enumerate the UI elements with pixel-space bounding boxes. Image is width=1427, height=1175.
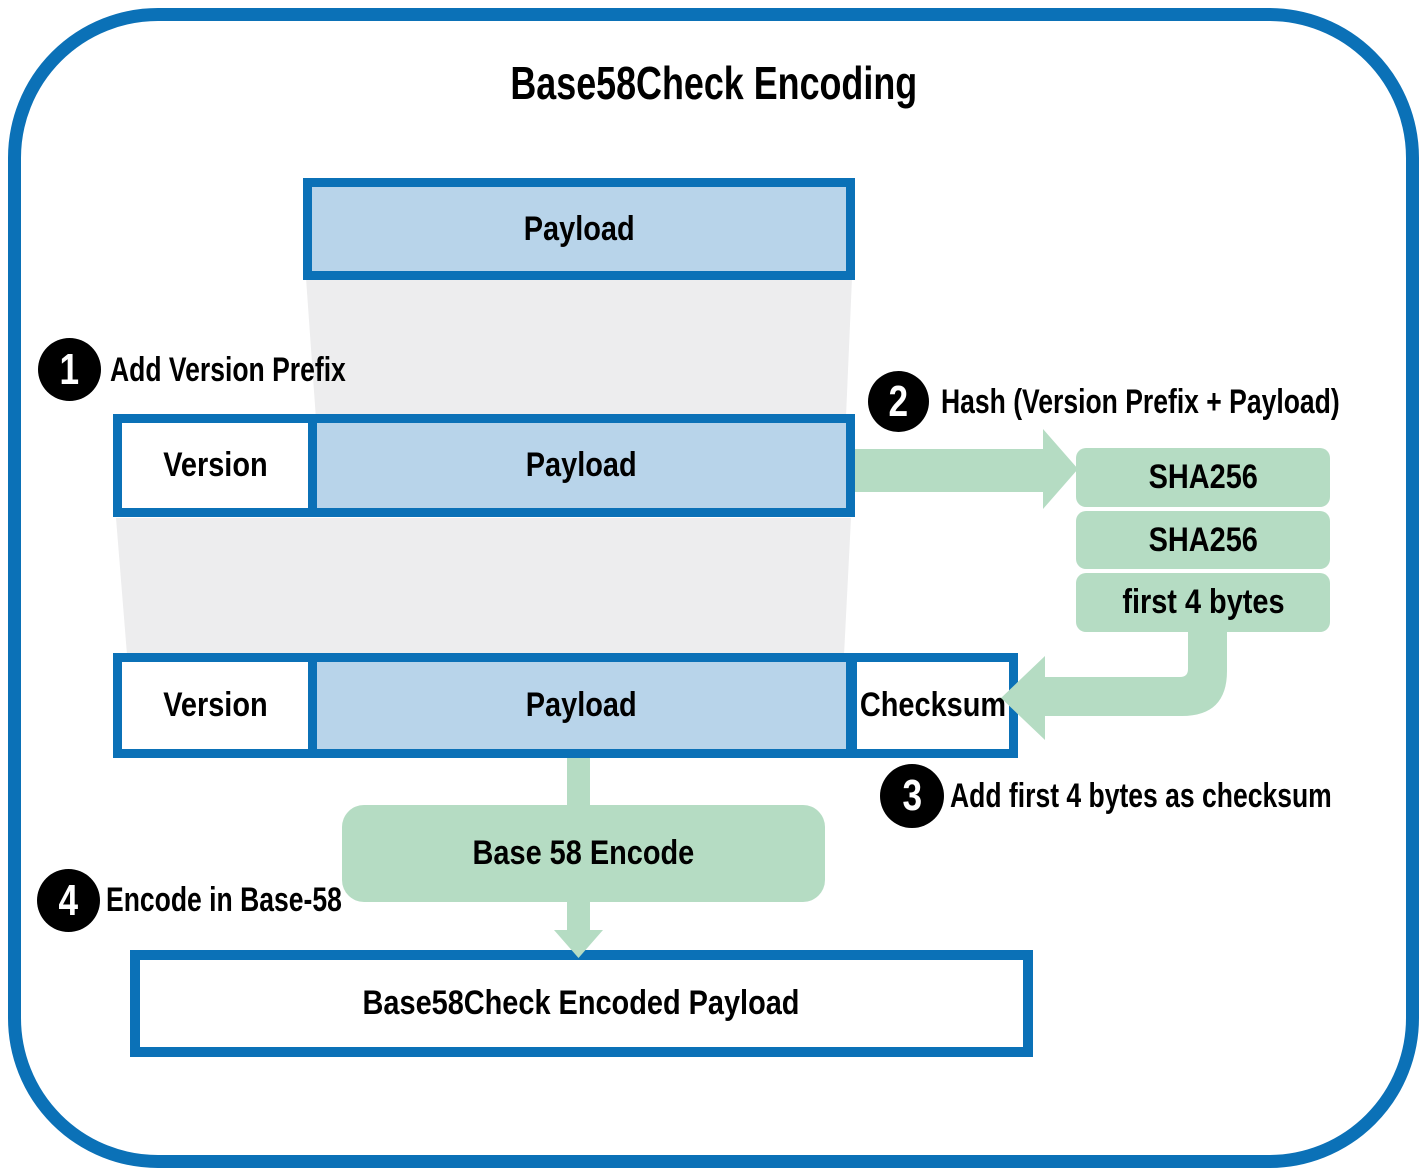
funnel-shadow-top xyxy=(306,278,852,417)
diagram-title-text: Base58Check Encoding xyxy=(510,57,917,109)
payload-box-top-label: Payload xyxy=(523,209,635,248)
step-2-badge: 2 xyxy=(868,371,929,432)
checksum-box: Checksum xyxy=(848,653,1018,758)
payload-box-top: Payload xyxy=(303,178,855,280)
step-3-badge: 3 xyxy=(880,764,944,828)
sha256-box-1: SHA256 xyxy=(1076,448,1330,507)
base58-encode-box: Base 58 Encode xyxy=(342,805,825,902)
result-box-label: Base58Check Encoded Payload xyxy=(363,984,800,1022)
payload-box-row2: Payload xyxy=(308,414,855,517)
diagram-title: Base58Check Encoding xyxy=(0,56,1427,110)
diagram-outer-frame xyxy=(8,8,1419,1168)
step-2-label: Hash (Version Prefix + Payload) xyxy=(941,383,1340,421)
step-3-number: 3 xyxy=(902,771,922,820)
first-4-bytes-box: first 4 bytes xyxy=(1076,573,1330,632)
step-1-number: 1 xyxy=(59,344,80,394)
payload-box-row3-label: Payload xyxy=(526,686,637,724)
sha256-box-2: SHA256 xyxy=(1076,511,1330,569)
sha256-box-1-label: SHA256 xyxy=(1148,458,1258,496)
step-1-label: Add Version Prefix xyxy=(110,351,346,389)
version-box-row2-label: Version xyxy=(162,446,268,484)
payload-box-row3: Payload xyxy=(308,653,855,758)
step-4-badge: 4 xyxy=(37,869,100,932)
step-2-number: 2 xyxy=(888,376,909,426)
sha256-box-2-label: SHA256 xyxy=(1148,520,1258,559)
step-1-badge: 1 xyxy=(38,338,101,401)
step-4-number: 4 xyxy=(58,875,79,925)
version-box-row3: Version xyxy=(113,653,317,758)
step-3-label: Add first 4 bytes as checksum xyxy=(950,777,1332,815)
checksum-box-label: Checksum xyxy=(859,686,1007,724)
base58-encode-box-label: Base 58 Encode xyxy=(472,834,695,872)
funnel-shadow-bottom xyxy=(116,518,851,655)
version-box-row3-label: Version xyxy=(162,686,268,724)
payload-box-row2-label: Payload xyxy=(526,446,637,484)
step-4-label: Encode in Base-58 xyxy=(106,881,342,919)
first-4-bytes-box-label: first 4 bytes xyxy=(1121,583,1285,621)
version-box-row2: Version xyxy=(113,414,317,517)
result-box: Base58Check Encoded Payload xyxy=(130,950,1033,1057)
